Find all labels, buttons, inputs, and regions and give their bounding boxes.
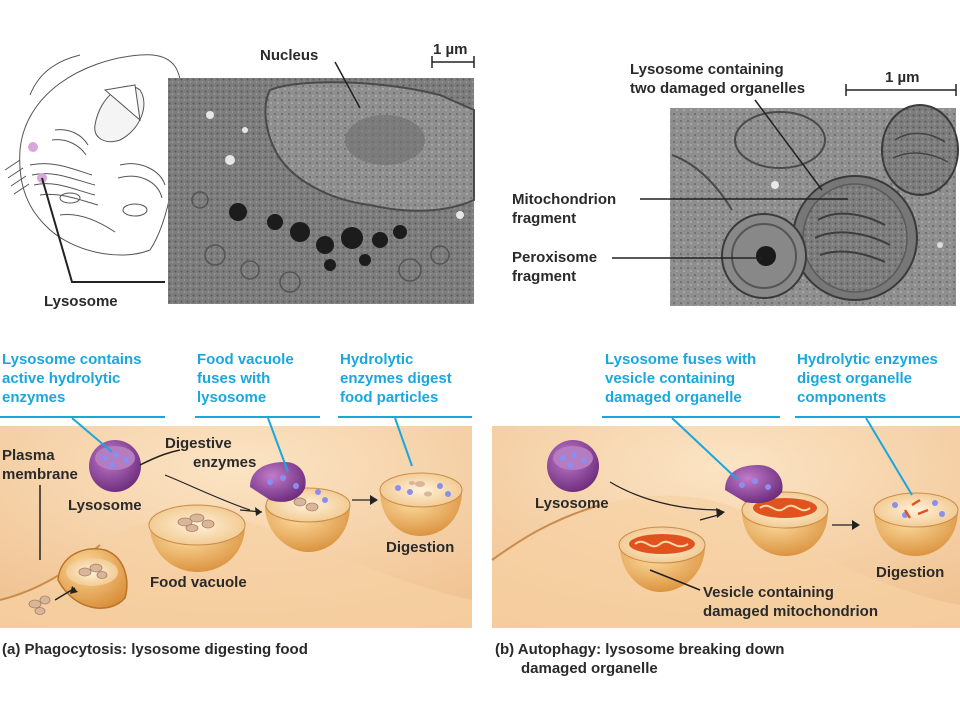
- panel-b-callout-lines: [602, 416, 960, 496]
- em-micrograph-right: [670, 104, 959, 306]
- scale-bar-right: [845, 84, 957, 96]
- panel-a-art: [0, 426, 472, 628]
- nucleus-leader-line: [334, 61, 361, 109]
- perox-frag-label-line2: fragment: [512, 268, 577, 285]
- mito-frag-label-line2: fragment: [512, 210, 577, 227]
- lysosome-dot-1: [28, 142, 38, 152]
- panel-a-digestion-label: Digestion: [386, 539, 455, 556]
- scale-label-right: 1 µm: [885, 69, 920, 86]
- em-micrograph-left: [168, 78, 475, 304]
- scale-bar-left: [431, 56, 475, 68]
- lysosome-top-label: Lysosome: [44, 293, 118, 310]
- panel-b-art: [491, 426, 960, 628]
- lysosome-two-label-line1: Lysosome containing: [630, 61, 784, 78]
- mito-frag-label-line1: Mitochondrion: [512, 191, 617, 208]
- nucleus-label: Nucleus: [260, 47, 319, 64]
- panel-a-lysosome-label: Lysosome: [68, 497, 142, 514]
- lysosome-leader-line: [41, 177, 165, 283]
- panel-b-lysosome-label: Lysosome: [535, 495, 609, 512]
- food-vacuole-label: Food vacuole: [150, 574, 247, 591]
- lysosome-two-label-line2: two damaged organelles: [630, 80, 806, 97]
- cell-sketch: [4, 54, 182, 256]
- panel-a-callout-lines: [0, 416, 472, 473]
- scale-label-left: 1 µm: [433, 41, 468, 58]
- panel-b-digestion-label: Digestion: [876, 564, 945, 581]
- perox-frag-label-line1: Peroxisome: [512, 249, 598, 266]
- lysosome-two-leader: [754, 99, 823, 191]
- panel-a-caption: (a) Phagocytosis: lysosome digesting foo…: [2, 641, 308, 658]
